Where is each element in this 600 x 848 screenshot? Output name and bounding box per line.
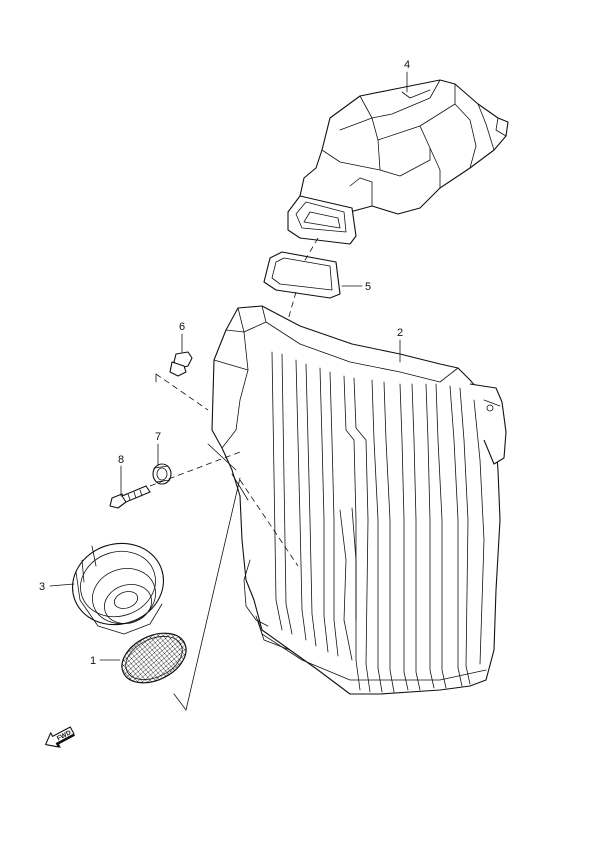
part-1-mesh-screen	[121, 632, 187, 684]
part-7-grommet	[152, 463, 172, 485]
fwd-arrow-icon: FWD	[45, 726, 75, 748]
part-number-7: 7	[155, 431, 161, 443]
part-number-labels: 4 5 2 6 7 8 3 1	[39, 59, 410, 667]
part-number-2: 2	[397, 327, 403, 339]
part-5-gasket	[263, 251, 341, 299]
part-3-silencer-cap	[71, 542, 165, 635]
part-2-silencer-housing	[211, 305, 507, 695]
leader-lines	[49, 71, 408, 661]
part-number-5: 5	[365, 281, 371, 293]
part-number-1: 1	[90, 655, 96, 667]
part-number-8: 8	[118, 454, 124, 466]
part-8-bolt	[109, 485, 151, 509]
part-number-3: 3	[39, 581, 45, 593]
part-number-4: 4	[404, 59, 410, 71]
part-number-6: 6	[179, 321, 185, 333]
assembly-guide-lines	[149, 237, 319, 711]
part-6-grommet	[169, 351, 193, 377]
part-4-intake-duct	[287, 79, 509, 245]
